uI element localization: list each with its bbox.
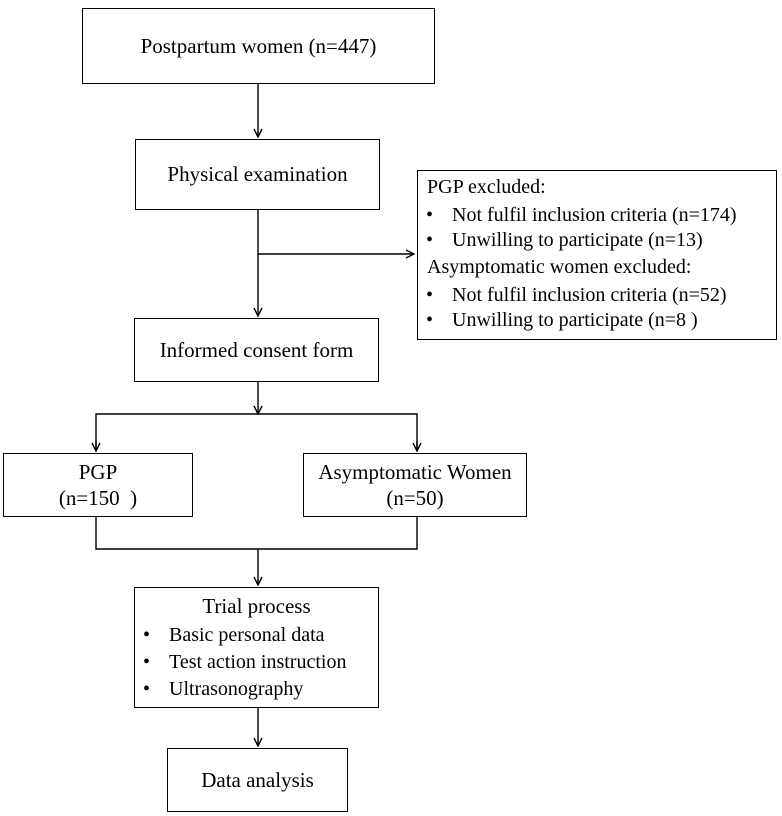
trial-process-box: Trial process Basic personal data Test a… (134, 587, 379, 708)
trial-process-list: Basic personal data Test action instruct… (135, 622, 346, 703)
list-item: Ultrasonography (135, 676, 346, 703)
pgp-excluded-heading: PGP excluded: (427, 176, 546, 198)
asymptomatic-excluded-heading: Asymptomatic women excluded: (427, 256, 692, 278)
pgp-group-title: PGP (78, 459, 118, 484)
consent-box: Informed consent form (134, 318, 379, 382)
list-item: Basic personal data (135, 622, 346, 649)
asymptomatic-excluded-list: Not fulfil inclusion criteria (n=52) Unw… (418, 283, 727, 333)
data-analysis-label: Data analysis (201, 767, 314, 792)
postpartum-label: Postpartum women (n=447) (140, 33, 377, 58)
branch-line (95, 413, 418, 451)
excluded-box: PGP excluded: Not fulfil inclusion crite… (417, 170, 777, 340)
physical-examination-box: Physical examination (135, 139, 380, 210)
list-item: Unwilling to participate (n=8 ) (418, 308, 727, 333)
list-item: Test action instruction (135, 649, 346, 676)
data-analysis-box: Data analysis (167, 748, 348, 812)
list-item: Not fulfil inclusion criteria (n=52) (418, 283, 727, 308)
list-item: Not fulfil inclusion criteria (n=174) (418, 203, 737, 228)
trial-process-title: Trial process (202, 594, 311, 618)
physical-examination-label: Physical examination (167, 162, 348, 187)
list-item: Unwilling to participate (n=13) (418, 228, 737, 253)
pgp-group-box: PGP (n=150 ) (3, 453, 193, 517)
asymptomatic-group-box: Asymptomatic Women (n=50) (303, 453, 527, 517)
asymptomatic-group-count: (n=50) (386, 486, 444, 510)
pgp-group-count: (n=150 ) (58, 486, 138, 510)
pgp-excluded-list: Not fulfil inclusion criteria (n=174) Un… (418, 203, 737, 253)
consent-label: Informed consent form (159, 337, 354, 362)
postpartum-box: Postpartum women (n=447) (82, 8, 435, 84)
asymptomatic-group-title: Asymptomatic Women (318, 459, 512, 484)
merge-line (95, 517, 418, 550)
